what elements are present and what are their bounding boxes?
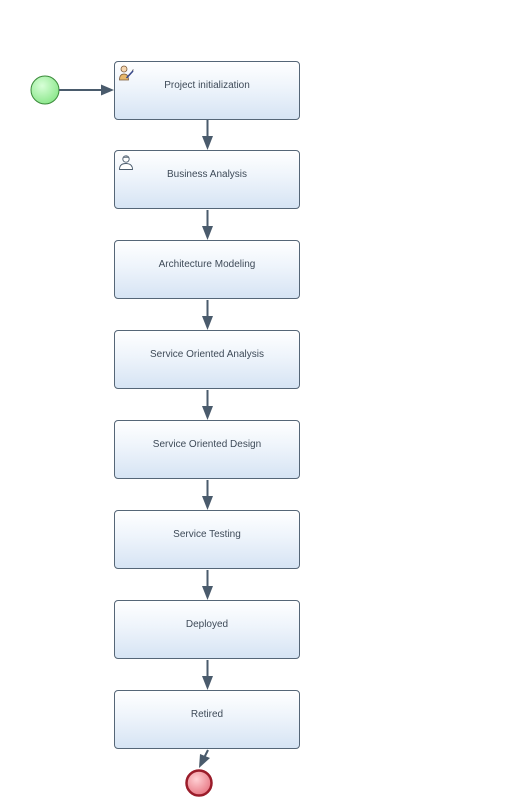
task-service-oriented-analysis[interactable]: Service Oriented Analysis — [114, 330, 300, 389]
task-label: Service Oriented Analysis — [150, 348, 264, 360]
task-label: Service Testing — [173, 528, 241, 540]
task-service-testing[interactable]: Service Testing — [114, 510, 300, 569]
task-label: Service Oriented Design — [152, 438, 262, 450]
sequence-flow-5[interactable] — [202, 480, 213, 510]
task-retired[interactable]: Retired — [114, 690, 300, 749]
task-label: Retired — [190, 708, 224, 720]
sequence-flow-4[interactable] — [202, 390, 213, 420]
task-service-oriented-design[interactable]: Service Oriented Design — [114, 420, 300, 479]
sequence-flow-3[interactable] — [202, 300, 213, 330]
sequence-flow-7[interactable] — [202, 660, 213, 690]
task-architecture-modeling[interactable]: Architecture Modeling — [114, 240, 300, 299]
user-icon — [119, 155, 133, 170]
task-label: Deployed — [185, 618, 229, 630]
script-user-icon — [119, 65, 134, 81]
start-event[interactable] — [30, 75, 60, 105]
task-business-analysis[interactable]: Business Analysis — [114, 150, 300, 209]
sequence-flow-end[interactable] — [199, 749, 210, 768]
sequence-flow-6[interactable] — [202, 570, 213, 600]
task-deployed[interactable]: Deployed — [114, 600, 300, 659]
task-label: Business Analysis — [166, 168, 248, 180]
sequence-flow-start[interactable] — [59, 84, 114, 96]
sequence-flow-2[interactable] — [202, 210, 213, 240]
task-project-initialization[interactable]: Project initialization — [114, 61, 300, 120]
end-event[interactable] — [185, 769, 213, 797]
task-label: Project initialization — [164, 79, 250, 91]
task-label: Architecture Modeling — [158, 258, 256, 270]
sequence-flow-1[interactable] — [202, 120, 213, 150]
